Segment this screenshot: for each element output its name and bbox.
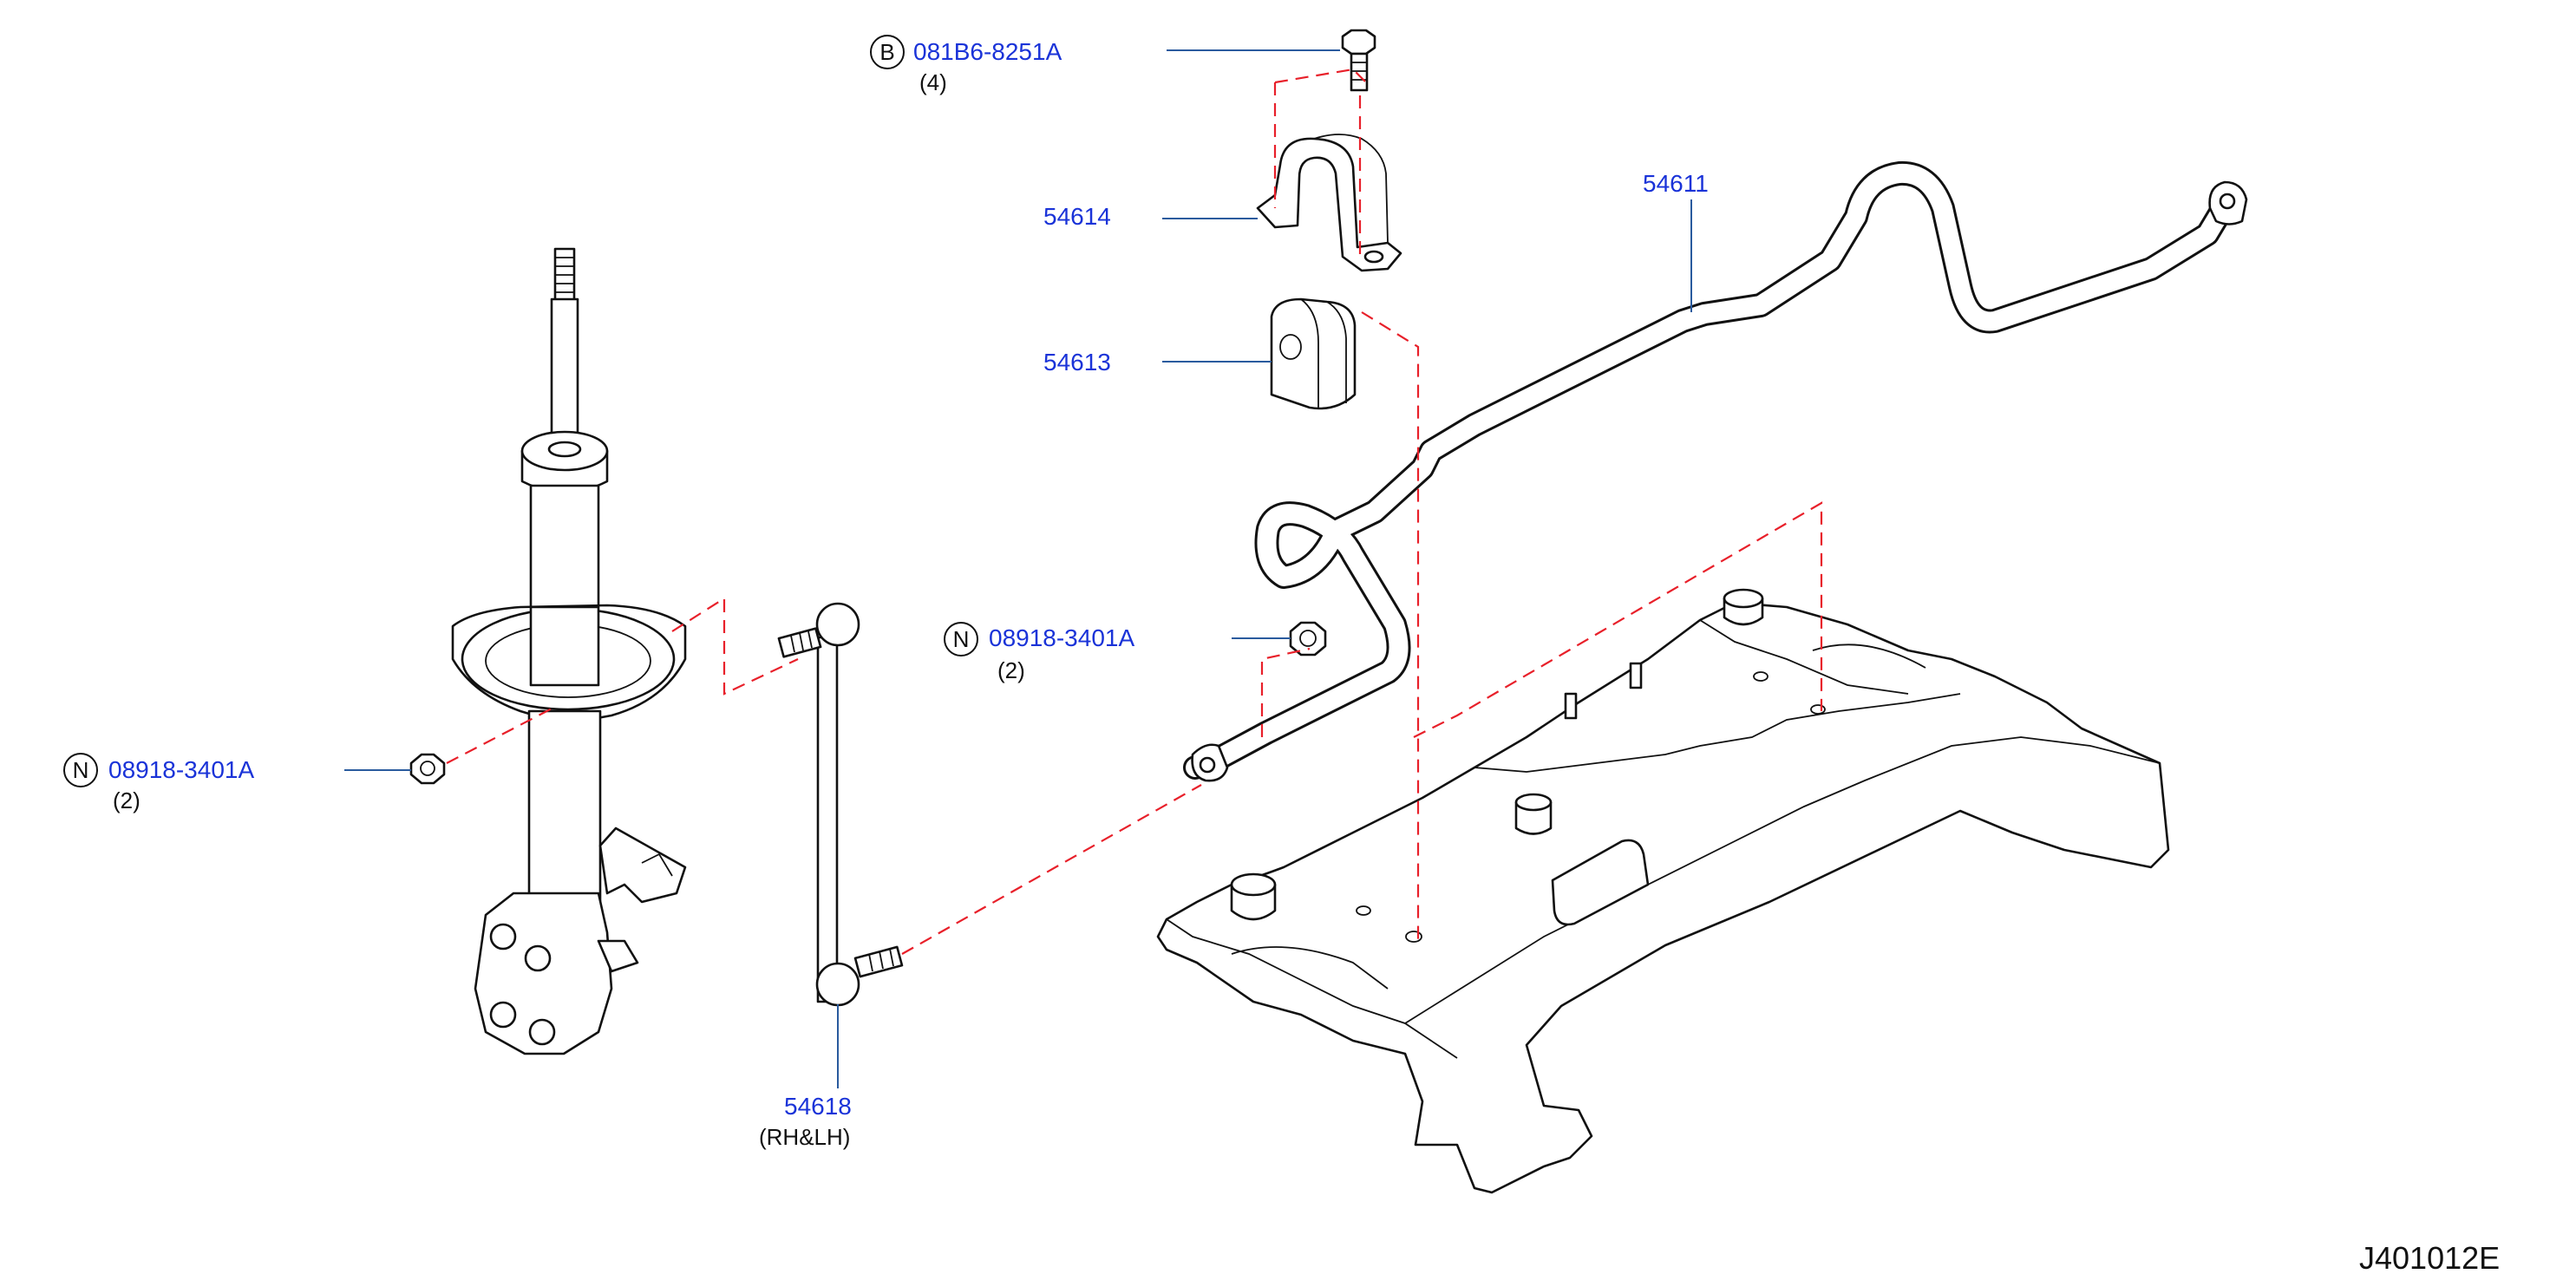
strut-spring-seat	[451, 604, 687, 726]
strut-piston-rod	[550, 297, 579, 453]
strut-knuckle-bracket	[474, 826, 687, 1055]
nut-right-part-number[interactable]: 08918-3401A	[989, 624, 1135, 651]
bushing-part-number[interactable]: 54613	[1043, 349, 1111, 376]
stabilizer-bar-drawing	[1183, 160, 2248, 782]
link-rod-upper-joint	[815, 602, 860, 647]
diagram-code: J401012E	[2359, 1240, 2501, 1276]
subframe-recess	[1551, 839, 1650, 926]
subframe-center-stud	[1514, 793, 1553, 835]
clamp-part-number[interactable]: 54614	[1043, 203, 1111, 230]
link-rod-part-number[interactable]: 54618	[784, 1093, 852, 1120]
nut-left-part-number[interactable]: 08918-3401A	[108, 756, 255, 783]
nut-right-symbol-badge: N	[944, 622, 978, 657]
nut-right-drawing	[1289, 621, 1327, 657]
link-rod-lower-stud	[853, 945, 904, 978]
nut-left-quantity: (2)	[113, 787, 141, 813]
nut-left-drawing	[409, 753, 446, 785]
bushing-drawing	[1270, 297, 1357, 410]
link-rod-shaft	[816, 636, 839, 1003]
link-rod-drawing	[777, 602, 904, 1007]
subframe-pins	[1564, 662, 1643, 720]
leader-lines	[344, 49, 1692, 1088]
subframe-drawing	[1156, 588, 2170, 1194]
subframe-mount-right	[1723, 588, 1764, 626]
strut-assembly	[451, 247, 687, 1055]
link-rod-side-note: (RH&LH)	[759, 1124, 851, 1150]
link-rod-upper-stud	[777, 627, 822, 658]
strut-dust-cap	[520, 430, 609, 493]
link-rod-lower-joint	[815, 962, 860, 1007]
bolt-drawing	[1341, 29, 1376, 92]
phantom-lines	[446, 68, 1823, 955]
strut-threaded-tip	[553, 247, 576, 303]
strut-lower-body	[527, 709, 602, 904]
subframe-mount-left	[1230, 872, 1277, 921]
clamp-drawing	[1256, 134, 1402, 272]
nut-right-quantity: (2)	[997, 657, 1025, 683]
stabilizer-bar-part-number[interactable]: 54611	[1643, 170, 1709, 197]
bolt-part-number[interactable]: 081B6-8251A	[913, 38, 1062, 65]
bolt-symbol-badge: B	[870, 35, 905, 69]
bolt-quantity: (4)	[919, 69, 947, 95]
nut-left-symbol-badge: N	[63, 753, 98, 787]
